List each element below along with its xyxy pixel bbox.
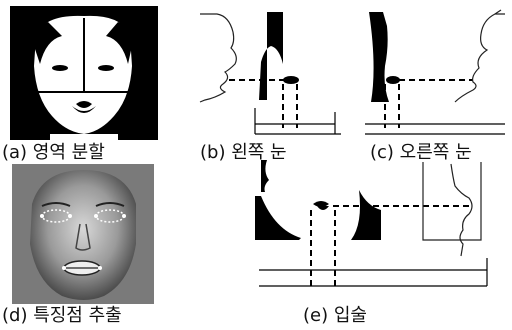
- caption-c: (c) 오른쪽 눈: [370, 142, 472, 163]
- segmented-face-figure: [10, 6, 158, 140]
- panel-a-region-segmentation: [10, 6, 158, 140]
- panel-e-lips: [255, 160, 490, 292]
- right-eye-projection-figure: [365, 9, 505, 135]
- caption-e: (e) 입술: [303, 305, 367, 326]
- panel-b-left-eye: [195, 6, 345, 138]
- panel-c-right-eye: [355, 6, 510, 138]
- caption-d: (d) 특징점 추출: [2, 305, 122, 326]
- lips-projection-figure: [255, 160, 488, 287]
- panel-d-feature-extraction: [12, 164, 154, 304]
- caption-b: (b) 왼쪽 눈: [200, 142, 287, 163]
- caption-a: (a) 영역 분할: [2, 142, 105, 163]
- left-eye-projection-figure: [199, 12, 341, 135]
- feature-points-face-figure: [12, 164, 154, 304]
